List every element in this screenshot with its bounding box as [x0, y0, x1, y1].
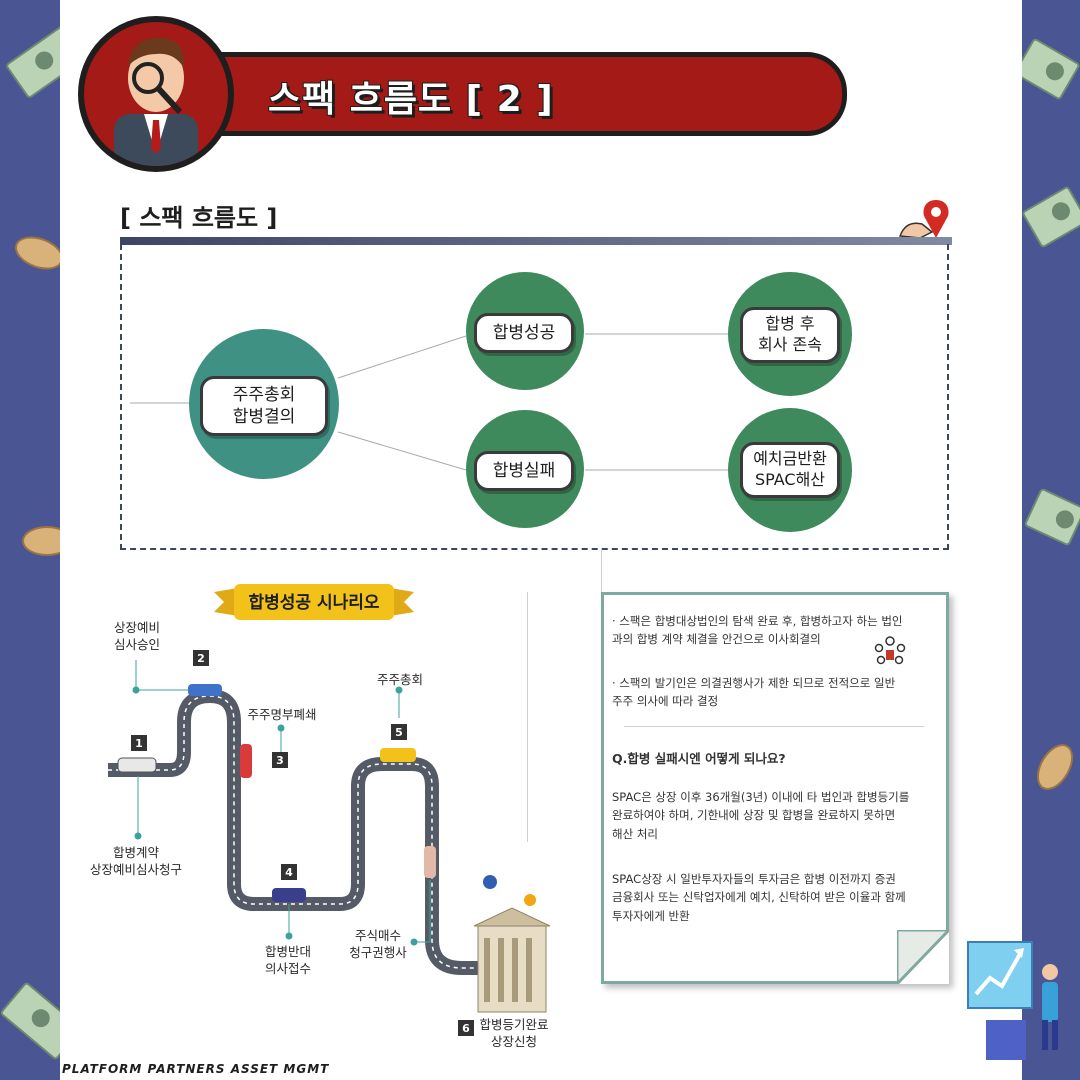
step-label-4: 합병반대 의사접수 — [264, 944, 311, 976]
step-label-6: 합병등기완료 상장신청 — [479, 1017, 549, 1049]
investment-chart-illustration-icon — [964, 928, 1076, 1080]
note-question: Q.합병 실패시엔 어떻게 되나요? — [612, 751, 786, 766]
step-number-1: 1 — [131, 735, 147, 751]
scenario-title: 합병성공 시나리오 — [248, 593, 380, 613]
note-bullet-board-resolution: · 스팩은 합병대상법인의 탐색 완료 후, 합병하고자 하는 법인 과의 합병… — [612, 614, 903, 647]
page-curl-icon — [897, 930, 949, 984]
label-deposit-return: 예치금반환 SPAC해산 — [740, 442, 840, 498]
note-answer-deadline: SPAC은 상장 이후 36개월(3년) 이내에 타 법인과 합병등기를 완료하… — [612, 790, 910, 841]
note-bullet-voting: · 스팩의 발기인은 의결권행사가 제한 되므로 전적으로 일반 주주 의사에 … — [612, 676, 896, 709]
header-banner — [175, 52, 847, 136]
label-shareholder-meeting: 주주총회 합병결의 — [200, 376, 328, 436]
step-label-3: 주주명부폐쇄 — [247, 707, 317, 722]
vertical-divider — [601, 550, 602, 592]
scenario-ribbon — [214, 584, 414, 620]
note-answer-refund: SPAC상장 시 일반투자자들의 투자금은 합병 이전까지 증권 금융회사 또는… — [612, 872, 906, 923]
footer-brand-logo: PLATFORM PARTNERS ASSET MGMT — [62, 1062, 330, 1076]
flow-chart-frame — [120, 244, 949, 550]
label-merger-success: 합병성공 — [474, 313, 574, 353]
page-title: 스팩 흐름도 [ 2 ] — [268, 79, 554, 120]
step-number-4: 4 — [281, 864, 297, 880]
step-number-6: 6 — [458, 1020, 474, 1036]
note-divider — [624, 726, 924, 727]
detective-avatar-icon — [78, 16, 234, 172]
vertical-divider — [527, 592, 528, 842]
label-company-survives: 합병 후 회사 존속 — [740, 307, 840, 363]
step-label-2: 상장예비 심사승인 — [113, 620, 160, 652]
section-title: [ 스팩 흐름도 ] — [120, 204, 278, 232]
title-underline — [120, 237, 952, 245]
step-label-1: 합병계약 상장예비심사청구 — [89, 845, 182, 877]
step-label-appraisal-right: 주식매수 청구권행사 — [349, 928, 407, 960]
location-pin-icon — [896, 198, 952, 246]
step-number-3: 3 — [272, 752, 288, 768]
step-number-5: 5 — [391, 724, 407, 740]
label-merger-failure: 합병실패 — [474, 451, 574, 491]
step-label-5: 주주총회 — [376, 672, 423, 687]
step-number-2: 2 — [193, 650, 209, 666]
people-meeting-icon — [872, 634, 908, 672]
